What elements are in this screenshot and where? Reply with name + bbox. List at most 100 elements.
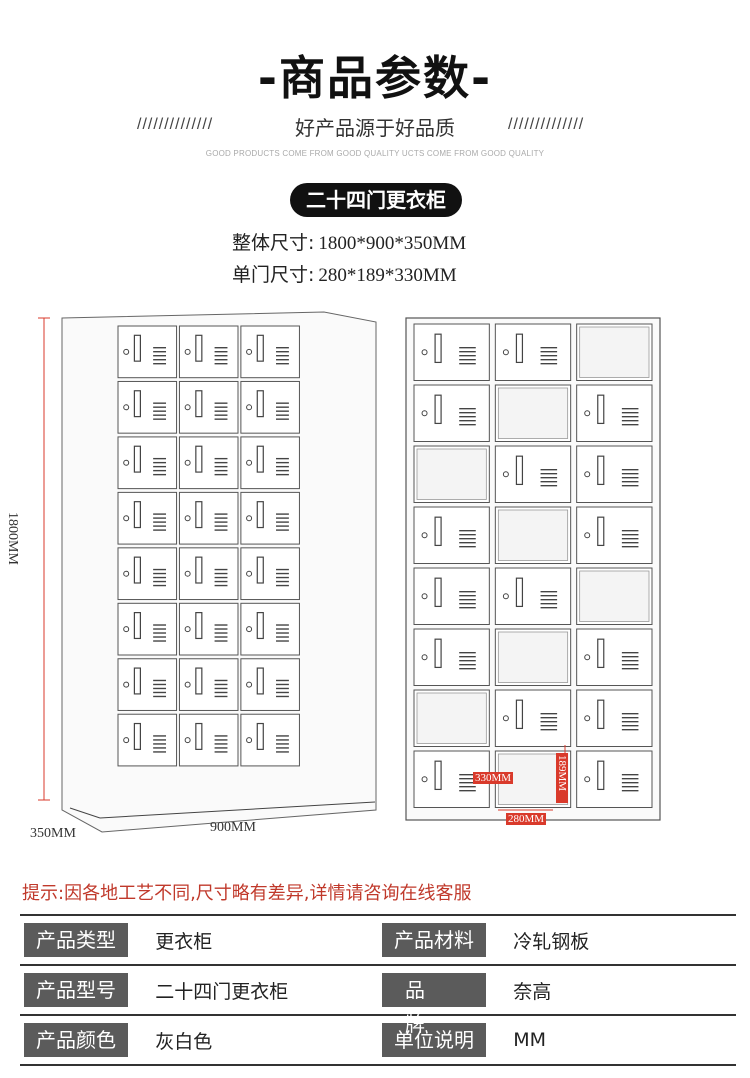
lock-icon [123,459,130,466]
lock-icon [123,348,130,355]
locker-door [494,689,572,747]
lock-icon [421,654,428,661]
locker-door [576,506,653,564]
lock-icon [502,471,509,478]
param-label: 品牌 [381,973,486,1036]
closed-locker-cabinet [61,311,377,833]
locker-interior [497,387,569,439]
lock-icon [184,626,191,633]
door-handle [133,445,141,473]
locker-door [178,380,239,434]
door-handle [133,501,141,529]
door-handle [434,638,442,669]
locker-door [117,491,178,545]
locker-diagram [38,311,661,833]
overall-size-label: 整体尺寸: [232,232,315,254]
product-badge: 二十四门更衣柜 [290,183,462,217]
lock-icon [246,348,253,355]
locker-interior [416,692,487,744]
locker-door [576,628,653,686]
door-handle [434,394,442,425]
door-handle [256,612,264,640]
lock-icon [123,626,130,633]
locker-door [178,436,239,490]
locker-door [240,547,300,601]
locker-door [178,658,239,711]
locker-door [117,713,178,767]
door-handle [195,722,203,750]
door-handle [597,760,605,791]
locker-door [413,567,490,625]
door-handle [256,334,264,362]
locker-door [240,658,300,711]
lock-icon [584,715,591,722]
door-handle [515,455,524,486]
locker-door [117,380,178,434]
locker-door [240,325,300,379]
overall-size-row: 整体尺寸:1800*900*350MM [232,228,466,255]
param-label: 产品材料 [381,923,486,957]
lock-icon [184,404,191,411]
door-depth-label: 330MM [473,772,514,784]
locker-door [117,658,178,711]
door-handle [515,577,524,608]
param-label: 产品型号 [24,973,128,1007]
door-handle [256,556,264,584]
lock-icon [184,570,191,577]
lock-icon [584,410,591,417]
open-locker-cabinet [405,317,661,821]
table-row: 产品颜色 灰白色 单位说明 MM [20,1014,736,1066]
lock-icon [184,737,191,744]
lock-icon [184,348,191,355]
locker-interior [497,509,569,561]
locker-door [178,713,239,767]
lock-icon [502,715,509,722]
lock-icon [421,410,428,417]
lock-icon [421,593,428,600]
lock-icon [184,459,191,466]
door-handle [195,612,203,640]
locker-door [576,445,653,503]
param-value: 灰白色 [129,1014,378,1066]
param-value: 冷轧钢板 [487,914,736,966]
depth-dimension-label: 350MM [30,826,76,841]
door-size-value: 280*189*330MM [318,265,457,286]
lock-icon [123,681,130,688]
param-label: 产品颜色 [24,1023,128,1057]
door-handle [597,638,605,669]
locker-door [117,602,178,656]
locker-door [240,436,300,490]
door-handle [195,667,203,695]
door-handle [256,722,264,750]
overall-size-value: 1800*900*350MM [318,233,467,254]
lock-icon [502,349,509,356]
param-value: MM [487,1014,736,1066]
lock-icon [184,681,191,688]
param-value: 二十四门更衣柜 [129,964,378,1016]
locker-door [576,384,653,442]
lock-icon [184,515,191,522]
locker-door [413,506,490,564]
locker-door [117,325,178,379]
door-handle [597,516,605,547]
door-height-label: 189MM [556,753,568,803]
english-tagline: GOOD PRODUCTS COME FROM GOOD QUALITY UCT… [205,149,545,158]
lock-icon [421,532,428,539]
locker-door [240,380,300,434]
lock-icon [246,737,253,744]
locker-door [240,491,300,545]
door-handle [195,445,203,473]
door-handle [195,390,203,418]
decor-slashes-left: ////////////// [137,116,214,133]
lock-icon [123,737,130,744]
locker-door [413,384,490,442]
page-title: -商品参数- [257,51,493,105]
locker-door [178,602,239,656]
door-handle [133,722,141,750]
locker-door [178,547,239,601]
door-handle [256,445,264,473]
locker-door [178,325,239,379]
door-handle [256,501,264,529]
params-table: 产品类型 更衣柜 产品材料 冷轧钢板 产品型号 二十四门更衣柜 品牌 奈高 产品… [20,914,736,1066]
locker-door [240,713,300,767]
